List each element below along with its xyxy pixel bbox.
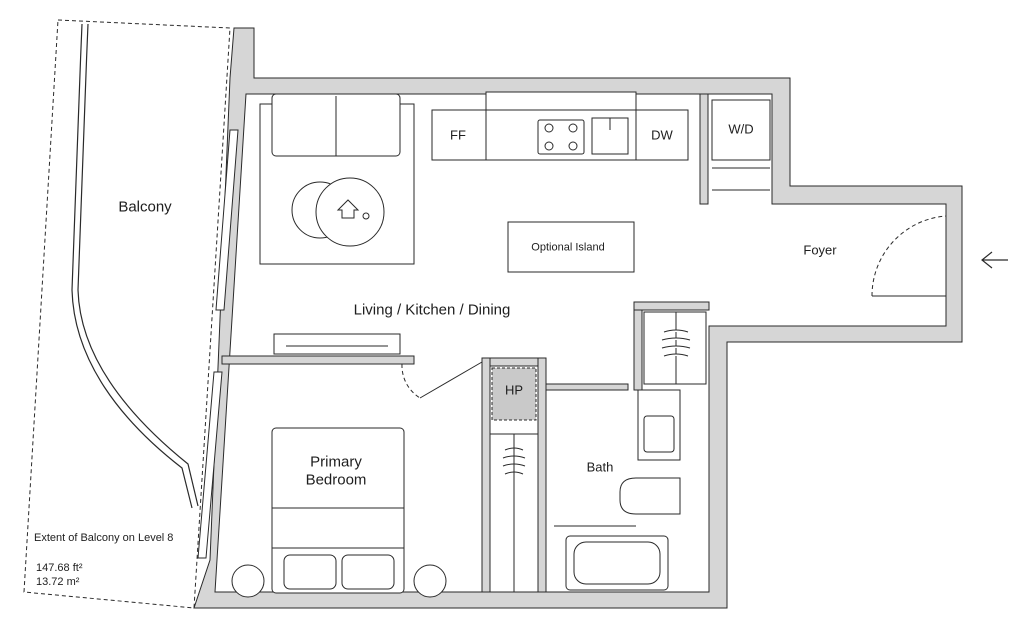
room-label-balcony: Balcony: [118, 198, 172, 216]
living-furniture: [259, 93, 415, 265]
room-label-bedroom-line2: Bedroom: [305, 471, 367, 489]
foyer-closet: [643, 311, 707, 385]
exterior-walls: [193, 27, 963, 609]
room-label-living: Living / Kitchen / Dining: [353, 301, 511, 319]
optional-island: [507, 221, 635, 273]
balcony-area-ft: 147.68 ft²: [36, 562, 83, 574]
fixture-label-fridge: FF: [450, 127, 466, 143]
balcony-extent-note: Extent of Balcony on Level 8: [34, 532, 174, 544]
kitchen-counter: [431, 91, 689, 161]
arrow-left-icon: [981, 251, 1008, 269]
bath-fixtures: [554, 389, 681, 591]
room-label-bedroom-line1: Primary: [310, 453, 362, 471]
bed: [231, 427, 447, 598]
door-swings: [401, 215, 947, 399]
heat-pump-box: [491, 367, 537, 421]
balcony-railing: [71, 23, 199, 509]
balcony-extent: [23, 19, 231, 609]
room-label-bath: Bath: [586, 459, 614, 475]
fixture-label-washer-dryer: W/D: [728, 121, 754, 137]
bedroom-closet: [489, 433, 539, 593]
washer-dryer-closet: [711, 99, 771, 191]
fixture-label-island: Optional Island: [531, 241, 605, 254]
window-strip: [197, 129, 239, 559]
fixture-label-dishwasher: DW: [651, 127, 673, 143]
fixture-label-heat-pump: HP: [504, 382, 524, 398]
media-console: [273, 333, 401, 355]
balcony-area-m: 13.72 m²: [36, 576, 80, 588]
room-label-foyer: Foyer: [803, 242, 837, 258]
